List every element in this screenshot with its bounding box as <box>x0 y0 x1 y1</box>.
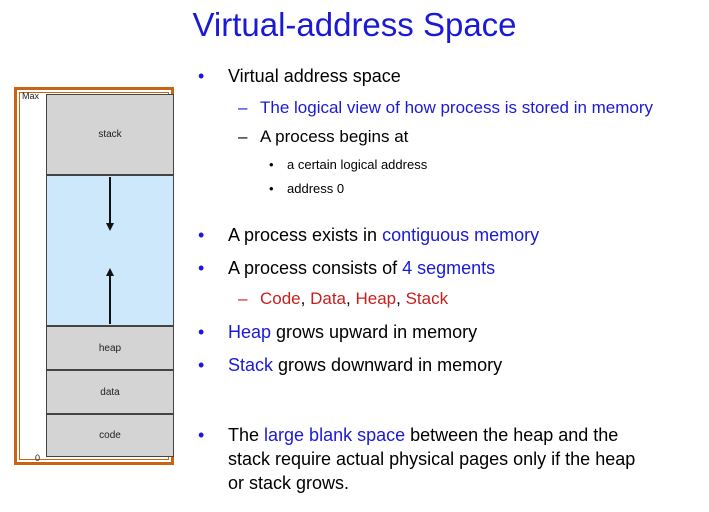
highlight-text: Heap <box>228 322 272 342</box>
slide-title: Virtual-address Space <box>192 6 517 43</box>
code-segment: code <box>46 414 174 457</box>
blank-space-line-3: or stack grows. <box>228 473 350 493</box>
down-arrow-icon <box>106 223 114 231</box>
max-label: Max <box>22 91 40 101</box>
bullet-stack-grows: • Stack grows downward in memory <box>198 355 503 376</box>
bullet-text: A process exists in <box>228 225 383 245</box>
stack-growth-arrow-line <box>109 177 111 223</box>
sub-bullet-segment-list: – Code, Data, Heap, Stack <box>238 289 449 309</box>
segment-heap: Heap <box>355 289 397 308</box>
blank-space-line-1: The large blank space between the heap a… <box>228 423 635 447</box>
small-dot-icon: • <box>269 181 274 196</box>
data-segment: data <box>46 370 174 414</box>
bullet-blank-space: • The large blank space between the heap… <box>198 423 636 495</box>
dash-icon: – <box>238 289 248 308</box>
data-label: data <box>100 386 120 398</box>
bullet-dot-icon: • <box>198 425 205 445</box>
sub-bullet-text: A process begins at <box>260 127 409 146</box>
bullet-contiguous: • A process exists in contiguous memory <box>198 225 540 246</box>
sub-bullet-text: The logical view of how process is store… <box>260 98 654 117</box>
bullet-dot-icon: • <box>198 258 205 278</box>
code-label: code <box>99 430 121 441</box>
heap-growth-arrow-line <box>109 276 111 324</box>
heap-segment: heap <box>46 326 174 370</box>
sub-sub-bullet-text: a certain logical address <box>287 157 428 172</box>
bullet-dot-icon: • <box>198 66 205 86</box>
sub-bullet-logical-view: – The logical view of how process is sto… <box>238 98 654 118</box>
segment-data: Data <box>310 289 347 308</box>
highlight-text: contiguous memory <box>382 225 540 245</box>
heap-label: heap <box>98 342 122 354</box>
highlight-text: large blank space <box>264 425 406 445</box>
bullet-segments: • A process consists of 4 segments <box>198 258 496 279</box>
bullet-text: grows downward in memory <box>273 355 503 375</box>
bullet-text: A process consists of <box>228 258 403 278</box>
segment-stack: Stack <box>405 289 449 308</box>
bullet-heap-grows: • Heap grows upward in memory <box>198 322 478 343</box>
comma: , <box>396 289 406 308</box>
bullet-dot-icon: • <box>198 355 205 375</box>
comma: , <box>300 289 311 308</box>
bullet-text: between the heap and the <box>405 425 619 445</box>
small-dot-icon: • <box>269 157 274 172</box>
sub-sub-bullet-address-zero: • address 0 <box>269 181 345 196</box>
blank-space-line-2: stack require actual physical pages only… <box>228 449 636 469</box>
zero-label: 0 <box>35 453 41 463</box>
stack-segment: stack <box>46 94 174 175</box>
bullet-dot-icon: • <box>198 322 205 342</box>
bullet-text: grows upward in memory <box>271 322 478 342</box>
bullet-virtual-address-space: • Virtual address space <box>198 66 401 87</box>
comma: , <box>346 289 356 308</box>
segment-code: Code <box>260 289 301 308</box>
highlight-text: 4 segments <box>402 258 496 278</box>
bullet-text: Virtual address space <box>228 66 401 86</box>
up-arrow-icon <box>106 268 114 276</box>
sub-sub-bullet-text: address 0 <box>287 181 345 196</box>
highlight-text: Stack <box>228 355 274 375</box>
bullet-dot-icon: • <box>198 225 205 245</box>
sub-sub-bullet-logical-address: • a certain logical address <box>269 157 428 172</box>
dash-icon: – <box>238 98 248 117</box>
sub-bullet-process-begins: – A process begins at <box>238 127 409 147</box>
stack-label: stack <box>98 129 122 140</box>
dash-icon: – <box>238 127 248 146</box>
bullet-text: The <box>228 425 265 445</box>
